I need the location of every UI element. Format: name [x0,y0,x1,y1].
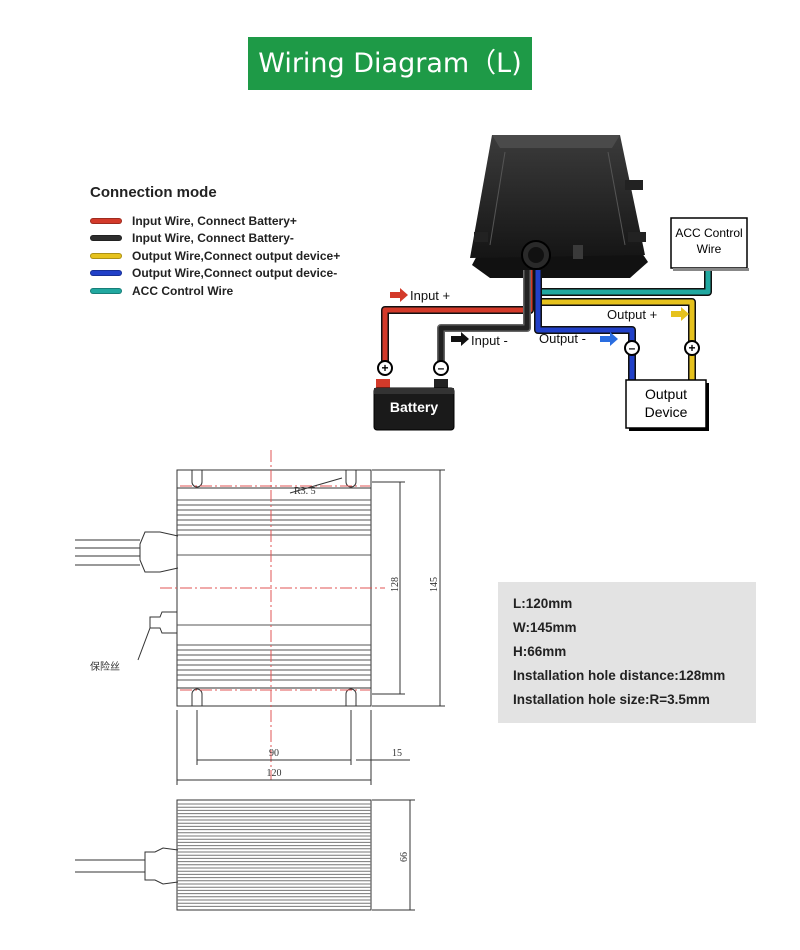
minus-terminal-icon [433,360,449,376]
legend-item-output-positive: Output Wire,Connect output device+ [90,247,340,265]
battery-label: Battery [390,399,438,415]
side-view-drawing [75,799,415,911]
legend-label: Input Wire, Connect Battery+ [132,213,297,228]
plus-terminal-icon [684,340,700,356]
output-device-line-1: Output [645,386,687,402]
plus-terminal-icon [377,360,393,376]
dim-145: 145 [429,577,440,592]
red-arrow-icon [390,288,408,302]
battery-negative-post [434,379,448,389]
radius-label: R3. 5 [294,486,316,497]
svg-text:+: + [381,361,388,375]
spec-hole-distance: Installation hole distance:128mm [513,668,726,683]
legend-item-acc: ACC Control Wire [90,282,340,300]
battery-positive-post [376,379,390,389]
blue-arrow-icon [600,332,618,346]
spec-width: W:145mm [513,620,577,635]
wiring-harness [381,268,712,380]
specifications-panel: L:120mm W:145mm H:66mm Installation hole… [498,582,756,723]
legend-item-output-negative: Output Wire,Connect output device- [90,265,340,283]
black-wire-swatch [90,235,122,242]
legend-item-input-positive: Input Wire, Connect Battery+ [90,212,340,230]
legend-label: Input Wire, Connect Battery- [132,231,294,246]
terminal-icons: + – – + [377,340,700,376]
diagram-title-banner: Wiring Diagram（L) [248,37,532,90]
dim-128: 128 [390,577,401,592]
dim-120: 120 [267,768,282,779]
output-device-line-2: Device [645,404,688,420]
output-plus-label: Output + [607,307,657,322]
direction-arrows [390,288,689,346]
dimension-labels: R3. 5 128 145 90 15 120 保险丝 [90,486,440,779]
legend-item-input-negative: Input Wire, Connect Battery- [90,230,340,248]
minus-terminal-icon [624,340,640,356]
fuse-label: 保险丝 [90,660,120,673]
spec-hole-size: Installation hole size:R=3.5mm [513,692,710,707]
output-minus-label: Output - [539,331,586,346]
svg-text:+: + [688,341,695,355]
input-minus-label: Input - [471,333,508,348]
legend-label: Output Wire,Connect output device+ [132,248,341,263]
svg-text:–: – [438,361,445,375]
yellow-arrow-icon [671,307,689,321]
dim-15: 15 [392,748,402,759]
fuse-holder-icon [573,245,583,259]
dim-66: 66 [399,852,410,862]
blue-wire-swatch [90,270,122,277]
spec-height: H:66mm [513,644,567,659]
svg-text:–: – [629,341,636,355]
top-view-drawing [75,450,445,785]
dim-90: 90 [269,748,279,759]
acc-control-box: ACC Control Wire [670,217,749,271]
output-device-box: Output Device [625,379,709,431]
teal-wire-swatch [90,287,122,294]
input-plus-label: Input + [410,288,450,303]
legend-label: Output Wire,Connect output device- [132,266,338,281]
acc-box-line-1: ACC Control [675,226,742,240]
black-arrow-icon [451,332,469,346]
spec-length: L:120mm [513,596,573,611]
connection-mode-legend: Input Wire, Connect Battery+ Input Wire,… [90,212,340,300]
battery: Battery [373,379,455,431]
connection-mode-title: Connection mode [90,184,217,201]
converter-unit [470,135,648,278]
yellow-wire-swatch [90,252,122,259]
acc-box-line-2: Wire [697,242,722,256]
red-wire-swatch [90,217,122,224]
legend-label: ACC Control Wire [132,283,234,298]
